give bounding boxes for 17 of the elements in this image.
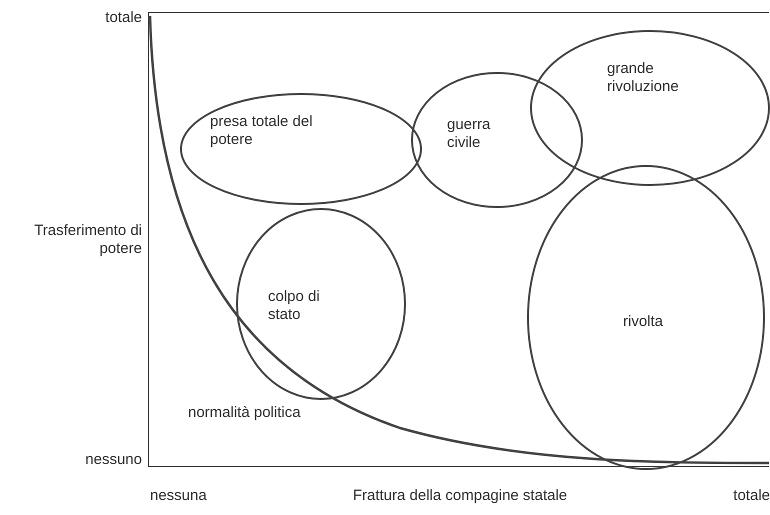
axis-label: Frattura della compagine statale [352, 487, 568, 505]
region-label: grande rivoluzione [607, 60, 680, 96]
axis-label: normalità politica [188, 404, 302, 422]
ellipse-region [530, 30, 770, 186]
ellipse-region [180, 93, 422, 205]
axis-label: totale [104, 9, 142, 27]
ellipse-region [236, 208, 406, 400]
region-label: rivolta [623, 313, 664, 331]
region-label: presa totale del potere [210, 113, 314, 149]
ellipse-region [411, 72, 583, 208]
ellipse-region [527, 165, 765, 470]
axis-label: nessuna [150, 487, 208, 505]
axis-label: Trasferimento di potere [33, 222, 142, 258]
region-label: colpo di stato [268, 288, 321, 324]
axis-label: totale [732, 487, 770, 505]
axis-label: nessuno [84, 451, 142, 469]
region-label: guerra civile [447, 116, 492, 152]
